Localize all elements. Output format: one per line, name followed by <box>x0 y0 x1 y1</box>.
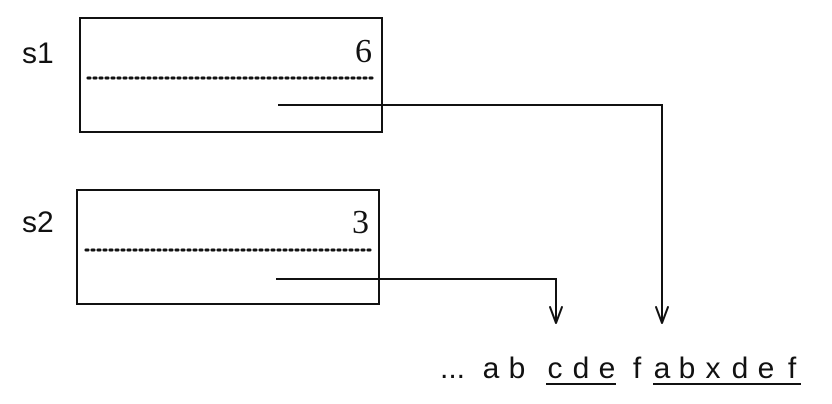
buffer-char: f <box>633 352 642 385</box>
s1-box <box>79 17 383 133</box>
s1-label: s1 <box>22 37 54 70</box>
buffer-char: e <box>599 352 616 385</box>
buffer-char: d <box>573 352 590 385</box>
s2-box <box>76 189 380 305</box>
s1-pointer-line <box>278 104 663 320</box>
buffer-char: d <box>732 352 749 385</box>
s1-length: 6 <box>355 33 372 70</box>
buffer-char: a <box>654 352 671 385</box>
s2-pointer-line <box>276 278 557 320</box>
s2-length: 3 <box>352 204 369 241</box>
buffer-char: x <box>706 352 721 385</box>
buffer-char: e <box>758 352 775 385</box>
buffer-char: b <box>509 352 526 385</box>
s2-pointer-arrowhead <box>549 306 563 324</box>
buffer-char: b <box>679 352 696 385</box>
buffer-char: f <box>788 352 797 385</box>
buffer-char: c <box>548 352 563 385</box>
buffer-char: a <box>483 352 500 385</box>
s2-label: s2 <box>22 206 54 239</box>
s1-pointer-arrowhead <box>655 306 669 324</box>
buffer-ellipsis: ... <box>440 352 465 385</box>
